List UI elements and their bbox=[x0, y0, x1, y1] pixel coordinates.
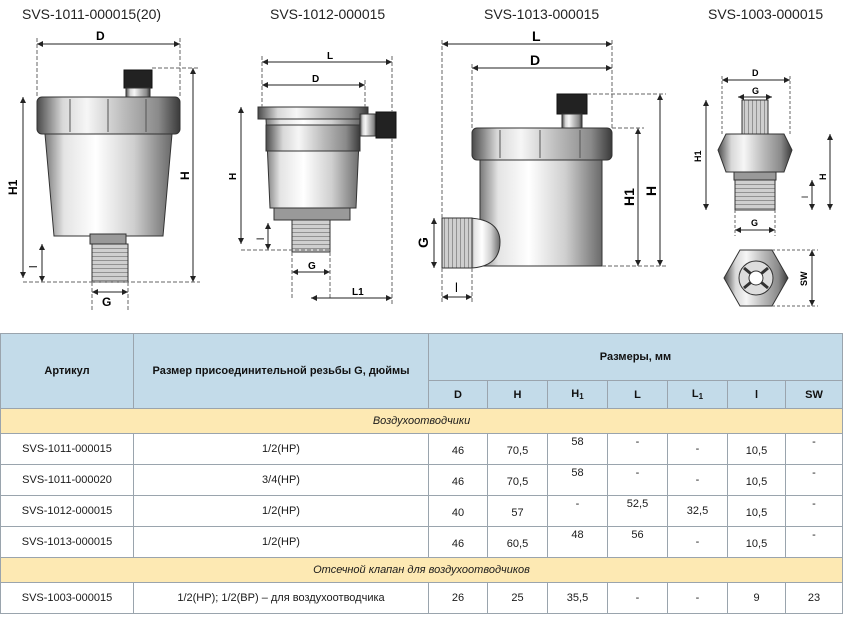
dim-l-2: L bbox=[327, 51, 333, 62]
cell-h: 60,5 bbox=[487, 526, 548, 558]
dim-d-4: D bbox=[752, 68, 759, 78]
cell-l: 52,5 bbox=[607, 495, 668, 527]
cell-h1: 58 bbox=[547, 433, 608, 465]
dim-l-3: L bbox=[532, 28, 541, 44]
cell-l1: - bbox=[667, 526, 728, 558]
header-l1: L1 bbox=[667, 380, 728, 409]
cell-thread: 1/2(НР) bbox=[133, 526, 429, 558]
drawing-3-valve bbox=[431, 40, 666, 304]
cell-l1: - bbox=[667, 582, 728, 614]
section-shutoff-valve: Отсечной клапан для воздухоотводчиков bbox=[0, 557, 843, 583]
dim-h-2: H bbox=[228, 173, 239, 180]
dim-h1-1: H1 bbox=[6, 179, 20, 195]
cell-d: 46 bbox=[428, 464, 488, 496]
cell-sw: - bbox=[785, 526, 843, 558]
cell-l: 10,5 bbox=[727, 526, 786, 558]
dim-l-1: l bbox=[28, 266, 40, 268]
spec-table: Артикул Размер присоединительной резьбы … bbox=[0, 333, 843, 614]
drawings-svg: D H1 H l G bbox=[6, 28, 833, 312]
dim-d-1: D bbox=[96, 29, 105, 43]
drawing-title-3: SVS-1013-000015 bbox=[484, 6, 600, 22]
section-air-vents: Воздухоотводчики bbox=[0, 408, 843, 434]
cell-h: 70,5 bbox=[487, 464, 548, 496]
header-l: L bbox=[607, 380, 668, 409]
cell-l1: 32,5 bbox=[667, 495, 728, 527]
drawing-title-1: SVS-1011-000015(20) bbox=[22, 6, 162, 22]
cell-d: 46 bbox=[428, 433, 488, 465]
cell-l: - bbox=[607, 433, 668, 465]
cell-sw: - bbox=[785, 495, 843, 527]
cell-article: SVS-1003-000015 bbox=[0, 582, 134, 614]
dim-d-3: D bbox=[530, 52, 540, 68]
cell-thread: 3/4(НР) bbox=[133, 464, 429, 496]
dim-h-3: H bbox=[643, 186, 659, 196]
header-h: H bbox=[487, 380, 548, 409]
cell-sw: - bbox=[785, 433, 843, 465]
cell-article: SVS-1013-000015 bbox=[0, 526, 134, 558]
cell-h: 57 bbox=[487, 495, 548, 527]
cell-article: SVS-1011-000015 bbox=[0, 433, 134, 465]
cell-l: 10,5 bbox=[727, 495, 786, 527]
dim-h-4: H bbox=[818, 174, 828, 181]
dim-g-bottom-4: G bbox=[751, 218, 758, 228]
header-h1: H1 bbox=[547, 380, 608, 409]
cell-article: SVS-1012-000015 bbox=[0, 495, 134, 527]
cell-sw: 23 bbox=[785, 582, 843, 614]
cell-h: 70,5 bbox=[487, 433, 548, 465]
cell-sw: - bbox=[785, 464, 843, 496]
drawing-title-4: SVS-1003-000015 bbox=[708, 6, 824, 22]
cell-l1: - bbox=[667, 433, 728, 465]
dim-g-top-4: G bbox=[752, 86, 759, 96]
cell-l: 10,5 bbox=[727, 464, 786, 496]
cell-h1: 58 bbox=[547, 464, 608, 496]
dim-d-2: D bbox=[312, 74, 319, 85]
header-article: Артикул bbox=[0, 333, 134, 409]
header-thread: Размер присоединительной резьбы G, дюймы bbox=[133, 333, 429, 409]
dim-h1-4: H1 bbox=[693, 150, 703, 162]
header-sw: SW bbox=[785, 380, 843, 409]
cell-thread: 1/2(НР) bbox=[133, 495, 429, 527]
cell-h: 25 bbox=[487, 582, 548, 614]
drawing-title-2: SVS-1012-000015 bbox=[270, 6, 386, 22]
cell-h1: - bbox=[547, 495, 608, 527]
cell-h1: 35,5 bbox=[547, 582, 608, 614]
cell-article: SVS-1011-000020 bbox=[0, 464, 134, 496]
cell-thread: 1/2(НР); 1/2(ВР) – для воздухоотводчика bbox=[133, 582, 429, 614]
drawing-1-valve bbox=[20, 38, 200, 312]
cell-d: 26 bbox=[428, 582, 488, 614]
dim-g-2: G bbox=[308, 261, 316, 272]
cell-l: 9 bbox=[727, 582, 786, 614]
dim-sw-4: SW bbox=[799, 271, 809, 286]
dim-lsmall-2: l bbox=[256, 238, 267, 240]
cell-h1: 48 bbox=[547, 526, 608, 558]
technical-drawings: SVS-1011-000015(20) SVS-1012-000015 SVS-… bbox=[6, 6, 833, 312]
cell-d: 40 bbox=[428, 495, 488, 527]
header-d: D bbox=[428, 380, 488, 409]
drawing-4-valve bbox=[703, 76, 833, 307]
dim-lsmall-3: l bbox=[455, 280, 458, 295]
cell-d: 46 bbox=[428, 526, 488, 558]
cell-l: 56 bbox=[607, 526, 668, 558]
dim-g-3: G bbox=[415, 237, 431, 248]
dim-h-1: H bbox=[178, 171, 192, 180]
cell-l: 10,5 bbox=[727, 433, 786, 465]
header-dimensions: Размеры, мм bbox=[428, 333, 843, 381]
cell-l1: - bbox=[667, 464, 728, 496]
header-lsmall: l bbox=[727, 380, 786, 409]
drawing-2-valve bbox=[238, 56, 397, 306]
dim-lsmall-4: l bbox=[800, 196, 810, 198]
cell-l: - bbox=[607, 582, 668, 614]
dim-l1-2: L1 bbox=[352, 287, 364, 298]
dim-h1-3: H1 bbox=[621, 188, 637, 206]
cell-thread: 1/2(НР) bbox=[133, 433, 429, 465]
dim-g-1: G bbox=[102, 295, 111, 309]
cell-l: - bbox=[607, 464, 668, 496]
